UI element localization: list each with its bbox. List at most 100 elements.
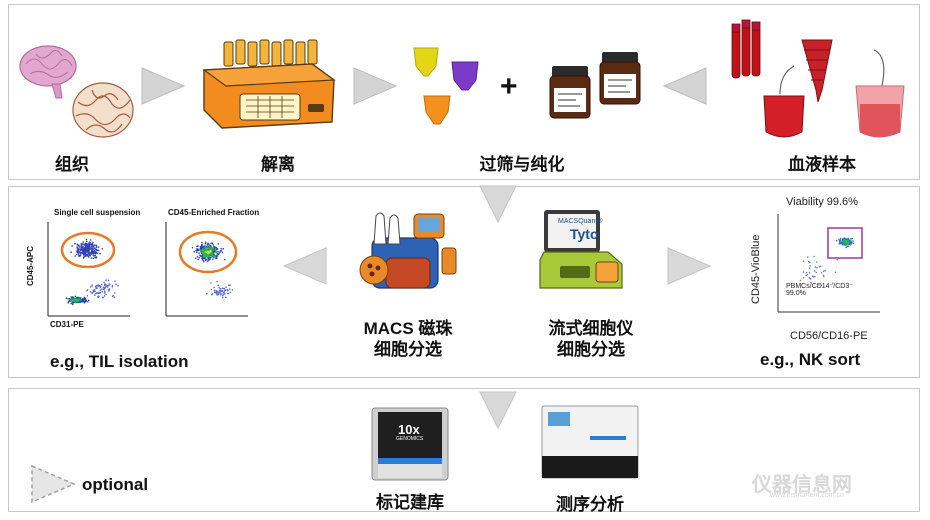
scatter-dot bbox=[203, 245, 205, 248]
scatter-dot bbox=[70, 251, 72, 253]
scatter-dot bbox=[197, 248, 199, 250]
plot1-title: Single cell suspension bbox=[54, 208, 141, 217]
scatter-dot bbox=[210, 288, 213, 291]
scatter-dot bbox=[808, 272, 811, 274]
scatter-dot bbox=[109, 283, 111, 286]
scatter-dot bbox=[103, 295, 106, 297]
scatter-dot bbox=[76, 299, 78, 302]
scatter-dot bbox=[213, 290, 216, 292]
scatter-dot bbox=[809, 261, 811, 264]
scatter-dot bbox=[74, 300, 76, 302]
scatter-dot bbox=[221, 293, 223, 295]
scatter-dot bbox=[209, 256, 212, 259]
scatter-dot bbox=[217, 251, 219, 253]
scatter-dot bbox=[95, 285, 97, 288]
til-caption: e.g., TIL isolation bbox=[50, 352, 189, 371]
scatter-dot bbox=[100, 288, 103, 290]
scatter-dot bbox=[813, 269, 816, 272]
scatter-dot bbox=[101, 291, 104, 293]
scatter-dot bbox=[809, 277, 811, 280]
scatter-dot bbox=[843, 238, 846, 240]
arrow-left-icon bbox=[662, 67, 707, 105]
watermark-url: www.instrument.com.cn bbox=[770, 492, 844, 499]
scatter-dot bbox=[822, 270, 825, 272]
scatter-dot bbox=[94, 256, 96, 258]
scatter-dot bbox=[216, 248, 219, 251]
scatter-dot bbox=[218, 286, 220, 289]
macs-label-line1: MACS 磁珠 bbox=[363, 319, 453, 338]
scatter-dot bbox=[96, 292, 99, 294]
flow-label-line1: 流式细胞仪 bbox=[548, 319, 634, 338]
scatter-dot bbox=[229, 284, 231, 286]
scatter-dot bbox=[72, 303, 74, 306]
scatter-dot bbox=[81, 251, 83, 254]
scatter-dot bbox=[839, 239, 841, 242]
blood-samples-icon bbox=[731, 19, 905, 138]
viability-label: Viability 99.6% bbox=[786, 196, 858, 208]
scatter-dot bbox=[76, 251, 79, 254]
scatter-dot bbox=[97, 249, 100, 252]
scatter-dot bbox=[74, 242, 76, 245]
scatter-dot bbox=[799, 279, 802, 282]
flow-plot-single-cell bbox=[47, 222, 130, 317]
scatter-dot bbox=[217, 243, 220, 245]
scatter-dot bbox=[87, 254, 89, 257]
tyto-sorter-icon bbox=[539, 210, 623, 289]
scatter-dot bbox=[204, 251, 207, 253]
scatter-dot bbox=[819, 265, 822, 268]
scatter-dot bbox=[85, 244, 87, 247]
scatter-dot bbox=[85, 246, 88, 248]
scatter-dot bbox=[90, 257, 93, 259]
scatter-dot bbox=[88, 242, 90, 245]
scatter-dot bbox=[93, 250, 96, 252]
scatter-dot bbox=[83, 248, 85, 250]
scatter-dot bbox=[216, 253, 219, 255]
scatter-dot bbox=[105, 279, 107, 281]
scatter-dot bbox=[195, 249, 198, 252]
scatter-dot bbox=[195, 248, 198, 250]
scatter-dot bbox=[75, 298, 78, 300]
scatter-dot bbox=[83, 256, 85, 258]
scatter-dot bbox=[111, 284, 114, 287]
scatter-dot bbox=[94, 293, 97, 295]
reagent-bottles-icon bbox=[549, 52, 641, 119]
scatter-dot bbox=[208, 257, 211, 259]
scatter-dot bbox=[99, 252, 101, 255]
scatter-dot bbox=[93, 289, 96, 291]
scatter-dot bbox=[95, 251, 97, 254]
scatter-dot bbox=[849, 239, 851, 242]
scatter-dot bbox=[80, 300, 82, 303]
scatter-dot bbox=[92, 252, 95, 255]
scatter-dot bbox=[78, 248, 81, 251]
scatter-dot bbox=[201, 241, 203, 244]
scatter-dot bbox=[204, 256, 206, 259]
scatter-dot bbox=[218, 252, 220, 255]
scatter-dot bbox=[72, 296, 74, 298]
scatter-dot bbox=[107, 279, 110, 282]
scatter-dot bbox=[91, 247, 93, 250]
scatter-dot bbox=[216, 294, 218, 296]
scatter-dot bbox=[93, 294, 96, 296]
scatter-dot bbox=[220, 249, 222, 252]
scatter-dot bbox=[97, 296, 100, 299]
scatter-dot bbox=[95, 249, 98, 252]
scatter-dot bbox=[193, 250, 196, 253]
scatter-dot bbox=[210, 282, 212, 284]
scatter-dot bbox=[108, 284, 110, 287]
scatter-dot bbox=[113, 296, 116, 298]
scatter-dot bbox=[220, 290, 223, 293]
scatter-dot bbox=[221, 296, 224, 299]
cell-strainer-filters-icon bbox=[413, 47, 479, 125]
scatter-dot bbox=[67, 302, 69, 304]
scatter-dot bbox=[92, 246, 95, 248]
scatter-dot bbox=[213, 253, 216, 255]
scatter-dot bbox=[201, 247, 204, 249]
scatter-dot bbox=[210, 247, 212, 249]
scatter-dot bbox=[80, 251, 82, 253]
scatter-dot bbox=[80, 297, 82, 299]
scatter-dot bbox=[103, 281, 105, 284]
scatter-dot bbox=[229, 291, 232, 294]
scatter-dot bbox=[216, 255, 219, 257]
scatter-dot bbox=[814, 275, 816, 278]
scatter-dot bbox=[219, 287, 221, 290]
